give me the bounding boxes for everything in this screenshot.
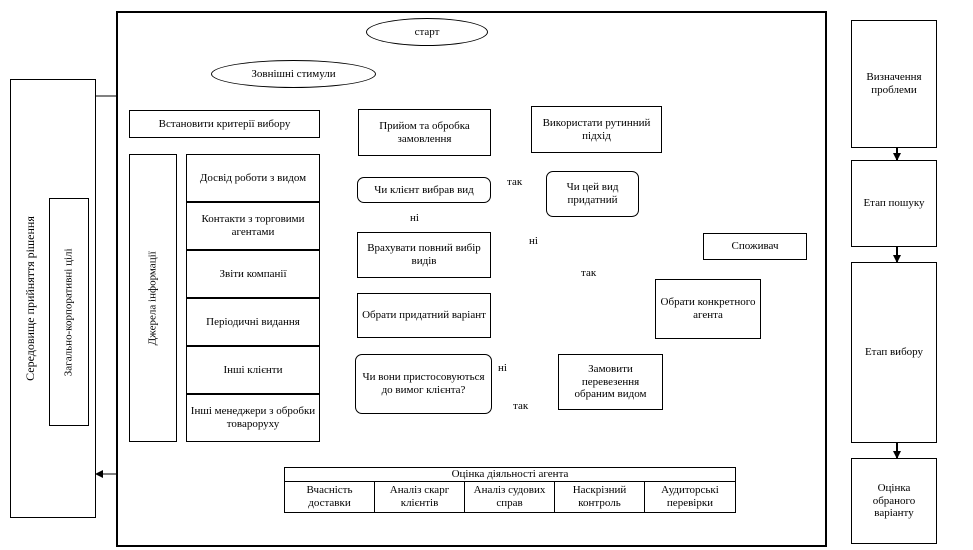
- choose-agent-box: Обрати конкретного агента: [655, 279, 761, 339]
- stage-box: Етап вибору: [851, 262, 937, 443]
- start-node: старт: [366, 18, 488, 46]
- stage-box: Етап пошуку: [851, 160, 937, 247]
- decision-environment-label: Середовище прийняття рішення: [22, 216, 37, 381]
- stage-box: Визначення проблеми: [851, 20, 937, 148]
- order-transport-box: Замовити перевезення обраним видом: [558, 354, 663, 410]
- external-stimuli-node: Зовнішні стимули: [211, 60, 376, 88]
- edge-label-yes: так: [507, 176, 523, 188]
- evaluation-item: Наскрізний контроль: [554, 481, 645, 513]
- choose-suitable-box: Обрати придатний варіант: [357, 293, 491, 338]
- evaluation-item: Аудиторські перевірки: [644, 481, 736, 513]
- source-item: Досвід роботи з видом: [186, 154, 320, 202]
- client-chose-decision: Чи клієнт вибрав вид: [357, 177, 491, 203]
- source-item: Звіти компанії: [186, 250, 320, 298]
- source-item: Інші менеджери з обробки товароруху: [186, 394, 320, 442]
- stage-box: Оцінка обраного варіанту: [851, 458, 937, 544]
- edge-label-yes: так: [581, 267, 597, 279]
- consider-full-choice-box: Врахувати повний вибір видів: [357, 232, 491, 278]
- set-criteria-box: Встановити критерії вибору: [129, 110, 320, 138]
- evaluation-item: Аналіз судових справ: [464, 481, 555, 513]
- edge-label-no: ні: [410, 212, 419, 224]
- agent-evaluation-header: Оцінка діяльності агента: [284, 467, 736, 482]
- adapt-requirements-decision: Чи вони пристосовуються до вимог клієнта…: [355, 354, 492, 414]
- routine-approach-box: Використати рутинний підхід: [531, 106, 662, 153]
- edge-label-yes: так: [513, 400, 529, 412]
- edge-label-no: ні: [498, 362, 507, 374]
- evaluation-item: Аналіз скарг клієнтів: [374, 481, 465, 513]
- source-item: Періодичні видання: [186, 298, 320, 346]
- receive-order-box: Прийом та обробка замовлення: [358, 109, 491, 156]
- type-suitable-decision: Чи цей вид придатний: [546, 171, 639, 217]
- corporate-goals-box: Загально-корпоративні цілі: [49, 198, 89, 426]
- consumer-box: Споживач: [703, 233, 807, 260]
- source-item: Інші клієнти: [186, 346, 320, 394]
- info-sources-panel: Джерела інформації: [129, 154, 177, 442]
- evaluation-item: Вчасність доставки: [284, 481, 375, 513]
- source-item: Контакти з торговими агентами: [186, 202, 320, 250]
- edge-label-no: ні: [529, 235, 538, 247]
